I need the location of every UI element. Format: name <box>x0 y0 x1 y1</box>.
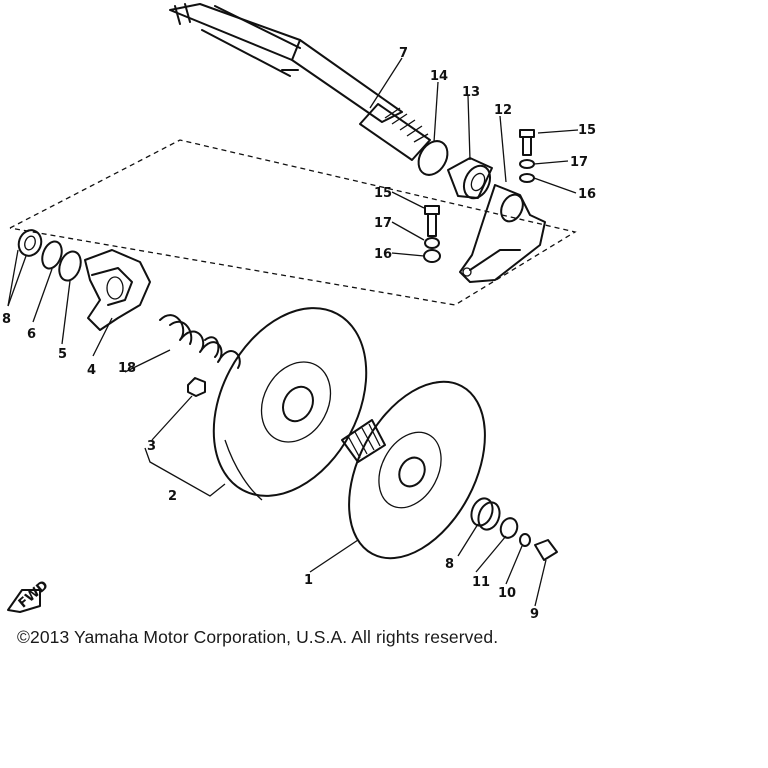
callout-16b: 16 <box>374 247 392 262</box>
svg-text:FWD: FWD <box>16 578 52 611</box>
callout-1: 1 <box>304 573 313 588</box>
left-washers <box>17 229 82 282</box>
clutch-spring <box>159 314 241 369</box>
callout-16a: 16 <box>578 187 596 202</box>
callout-4: 4 <box>87 363 96 378</box>
copyright-notice: ©2013 Yamaha Motor Corporation, U.S.A. A… <box>17 627 499 647</box>
callout-13: 13 <box>462 85 480 100</box>
callout-6: 6 <box>27 327 36 342</box>
callout-17a: 17 <box>570 155 588 170</box>
callout-14: 14 <box>430 69 448 84</box>
callout-15b: 15 <box>374 186 392 201</box>
callout-labels: 1 2 3 4 5 6 7 8 8 9 10 11 12 13 14 15 15… <box>2 46 596 622</box>
right-fasteners <box>470 497 558 561</box>
movable-sheave <box>212 307 368 501</box>
callout-3: 3 <box>147 439 156 454</box>
spider-cam <box>84 249 151 331</box>
leader-lines <box>7 57 579 607</box>
callout-18: 18 <box>118 361 136 376</box>
callout-11: 11 <box>472 575 490 590</box>
callout-17b: 17 <box>374 216 392 231</box>
fixed-sheave <box>341 380 486 560</box>
bolt-set-upper <box>519 129 535 183</box>
callout-12: 12 <box>494 103 512 118</box>
callout-7: 7 <box>399 46 408 61</box>
bracket <box>459 184 546 283</box>
callout-8b: 8 <box>445 557 454 572</box>
bearing <box>447 157 493 200</box>
assembly-outline <box>9 139 577 306</box>
callout-15a: 15 <box>578 123 596 138</box>
circlip <box>417 140 449 176</box>
bolt-set-lower <box>423 205 441 263</box>
callout-2: 2 <box>168 489 177 504</box>
callout-10: 10 <box>498 586 516 601</box>
weight-nut <box>187 377 206 397</box>
drive-shaft <box>169 3 431 161</box>
callout-5: 5 <box>58 347 67 362</box>
callout-9: 9 <box>530 607 539 622</box>
callout-8a: 8 <box>2 312 11 327</box>
fwd-arrow-icon: FWD <box>7 578 52 613</box>
